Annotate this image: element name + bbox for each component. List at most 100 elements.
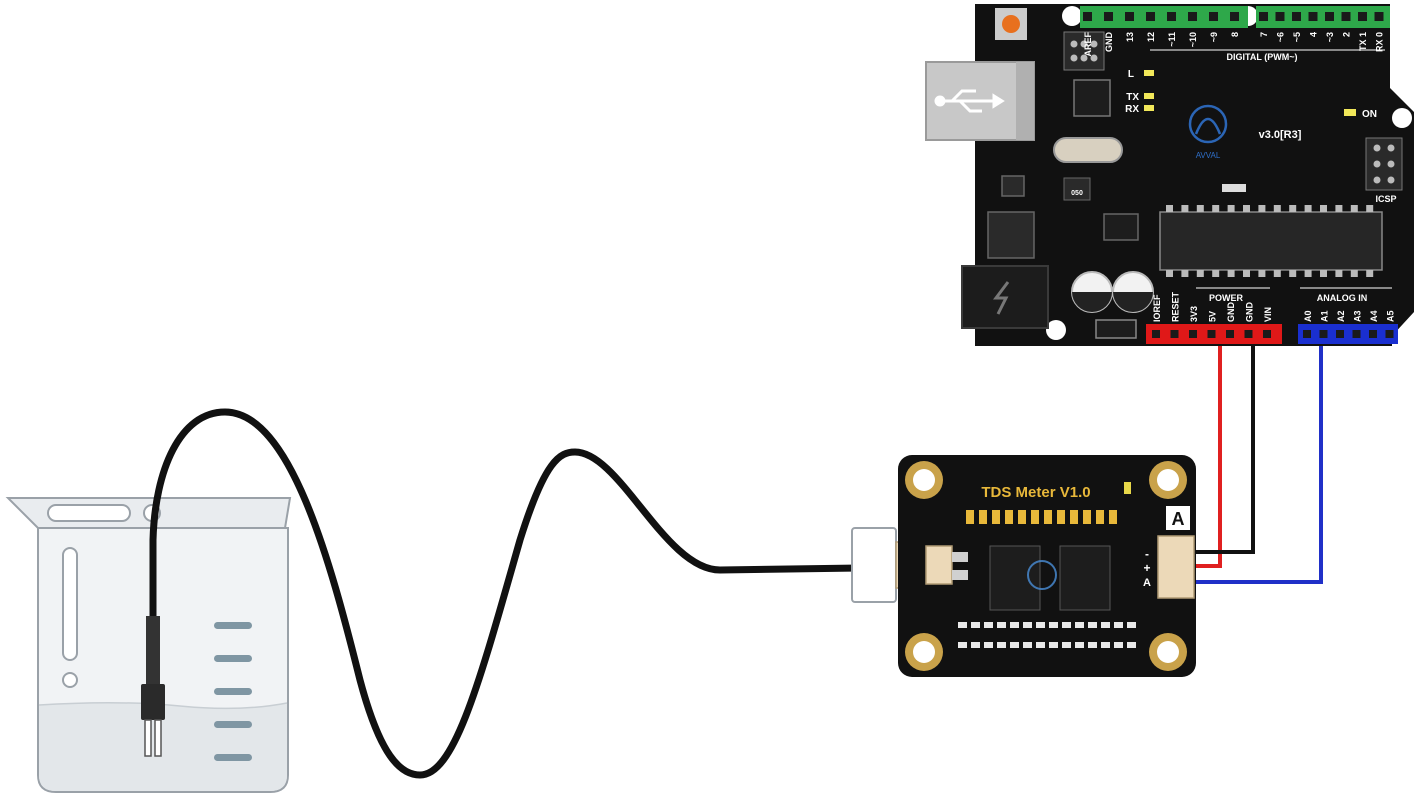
mount-hole-center <box>913 641 935 663</box>
mcu-pins <box>1166 205 1374 277</box>
mcu-pin <box>1335 270 1343 277</box>
probe-shaft <box>146 616 160 686</box>
smd-part <box>997 622 1006 628</box>
pin-label-gnd: - <box>1145 547 1149 561</box>
power-pin-label: GND <box>1226 302 1236 323</box>
smd-part <box>984 642 993 648</box>
arduino-logo: AVVAL <box>1188 104 1228 160</box>
mcu-pin <box>1212 205 1220 212</box>
analog-pin-hole <box>1369 330 1377 338</box>
led-on-label: ON <box>1362 109 1377 120</box>
power-pin-label: VIN <box>1263 307 1273 322</box>
smd-part <box>1049 622 1058 628</box>
smd-part <box>1057 510 1065 524</box>
smd-part <box>1088 642 1097 648</box>
analog-pin-hole <box>1336 330 1344 338</box>
mount-hole-center <box>913 469 935 491</box>
arduino-board: 050 ICSP AVVAL v3.0[R3] L TX <box>925 4 1414 346</box>
digital-pin-label: GND <box>1104 32 1114 53</box>
mcu-pin <box>1166 270 1173 277</box>
connector-label-box <box>1166 506 1190 530</box>
analog-pin-holes <box>1303 330 1394 338</box>
smd-part <box>1070 510 1078 524</box>
graduation-mark <box>214 655 252 662</box>
water-line <box>38 701 288 710</box>
probe-jack-pin <box>952 570 968 580</box>
smd-part <box>1010 642 1019 648</box>
analog-label: ANALOG IN <box>1317 293 1368 303</box>
probe-jack-pin <box>952 552 968 562</box>
status-led <box>1124 482 1131 494</box>
power-pin-label: IOREF <box>1152 294 1162 322</box>
mcu-chip <box>1159 211 1383 271</box>
arduino-mount-hole <box>1392 108 1412 128</box>
beaker-highlight-dot <box>62 672 78 688</box>
mcu-pin <box>1273 270 1281 277</box>
smd-part <box>971 622 980 628</box>
logo-text: AVVAL <box>1196 151 1221 160</box>
digital-pin-label: RX 0 <box>1375 32 1385 52</box>
wire-blue-a1 <box>1195 340 1323 584</box>
board-version: v3.0[R3] <box>1259 129 1302 141</box>
voltage-regulator <box>987 211 1035 259</box>
power-label: POWER <box>1209 293 1244 303</box>
smd-part <box>1005 510 1013 524</box>
ic-chip <box>1059 545 1111 611</box>
smd-part <box>1127 622 1136 628</box>
smd-components <box>958 510 1136 648</box>
mcu-pin <box>1320 270 1327 277</box>
digital-pin-label: ~6 <box>1276 32 1286 42</box>
smd-part <box>1096 510 1104 524</box>
digital-pin-label: TX 1 <box>1358 32 1368 51</box>
beaker-highlight <box>62 547 78 661</box>
analog-pin-label: A5 <box>1386 310 1396 322</box>
power-pin-label: 5V <box>1208 311 1218 322</box>
smd-part <box>1114 622 1123 628</box>
led-tx <box>1144 93 1154 99</box>
smd-part <box>1018 510 1026 524</box>
probe-tip-housing <box>141 684 165 720</box>
pin-label-signal: A <box>1143 577 1151 589</box>
digital-pin-hole <box>1259 12 1268 21</box>
arduino-mount-hole <box>1062 6 1082 26</box>
crystal <box>1053 137 1123 163</box>
mcu-pin <box>1350 205 1358 212</box>
mcu-pin <box>1227 205 1235 212</box>
analog-pin-label: A3 <box>1353 310 1363 322</box>
capacitor-stripe <box>1113 292 1153 312</box>
probe-plug <box>851 527 897 603</box>
analog-pin-hole <box>1303 330 1311 338</box>
digital-pin-hole <box>1325 12 1334 21</box>
digital-pin-hole <box>1167 12 1176 21</box>
wire-red-5v <box>1195 340 1222 568</box>
digital-pin-label: 2 <box>1342 32 1352 37</box>
digital-pin-hole <box>1125 12 1134 21</box>
module-logo <box>1027 560 1057 590</box>
digital-pin-label: 12 <box>1146 32 1156 42</box>
icsp-header-right <box>1365 137 1403 191</box>
smd-part <box>1101 622 1110 628</box>
power-pin-hole <box>1207 330 1216 338</box>
smd-part <box>1049 642 1058 648</box>
power-pin-hole <box>1170 330 1179 338</box>
smd-part <box>984 622 993 628</box>
probe-electrode <box>154 719 162 757</box>
smd-part <box>958 642 967 648</box>
digital-pin-hole <box>1374 12 1384 21</box>
module-title: TDS Meter V1.0 <box>981 484 1090 501</box>
probe-jack <box>925 545 953 585</box>
digital-pin-label: ~3 <box>1325 32 1335 42</box>
analog-pin-hole <box>1319 330 1328 338</box>
analog-pin-hole <box>1385 330 1394 338</box>
smd-part <box>1114 642 1123 648</box>
ic-chip <box>989 545 1041 611</box>
regulator-small <box>1001 175 1025 197</box>
tds-probe <box>141 616 165 757</box>
mount-hole-center <box>1157 641 1179 663</box>
mcu-pin <box>1212 270 1220 277</box>
digital-pin-hole <box>1275 12 1285 21</box>
smd-part <box>992 510 1000 524</box>
mcu-pin <box>1196 205 1204 212</box>
